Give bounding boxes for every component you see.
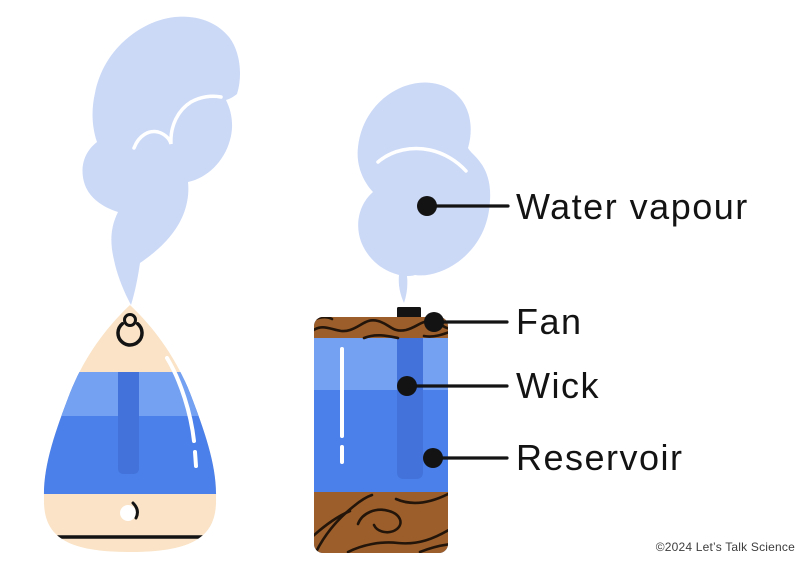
label-water-vapour: Water vapour — [516, 186, 749, 227]
wood-grain-bottom — [314, 492, 448, 553]
connector-dot — [417, 196, 437, 216]
label-connectors — [397, 196, 510, 468]
connector-fan — [424, 312, 509, 332]
mist-nozzle-ring — [116, 322, 144, 347]
power-button — [120, 505, 136, 521]
mist-tube — [118, 372, 139, 474]
vapour-cloud-left — [82, 16, 241, 306]
connector-dot — [423, 448, 443, 468]
connector-dot — [397, 376, 417, 396]
reservoir-surface-band — [314, 338, 448, 390]
tank-highlight — [165, 356, 196, 443]
wick-strip — [397, 338, 423, 479]
label-wick: Wick — [516, 365, 600, 406]
connector-dot — [424, 312, 444, 332]
mist-nozzle-dot — [123, 313, 137, 327]
vapour-cloud-right — [357, 82, 491, 304]
label-reservoir: Reservoir — [516, 437, 684, 478]
label-fan: Fan — [516, 301, 583, 342]
fan-vent — [397, 307, 421, 319]
tank-highlight-dash — [193, 450, 198, 468]
connector-water-vapour — [417, 196, 510, 216]
wood-top-panel — [314, 317, 448, 338]
copyright-notice: ©2024 Let’s Talk Science — [655, 540, 795, 554]
cloud-swirl-line-left — [132, 94, 223, 150]
evaporative-humidifier — [314, 307, 448, 553]
ultrasonic-humidifier — [43, 305, 217, 552]
power-button-mark — [131, 501, 139, 520]
connector-reservoir — [423, 448, 509, 468]
cloud-swirl-line-right — [376, 146, 468, 173]
connector-wick — [397, 376, 509, 396]
